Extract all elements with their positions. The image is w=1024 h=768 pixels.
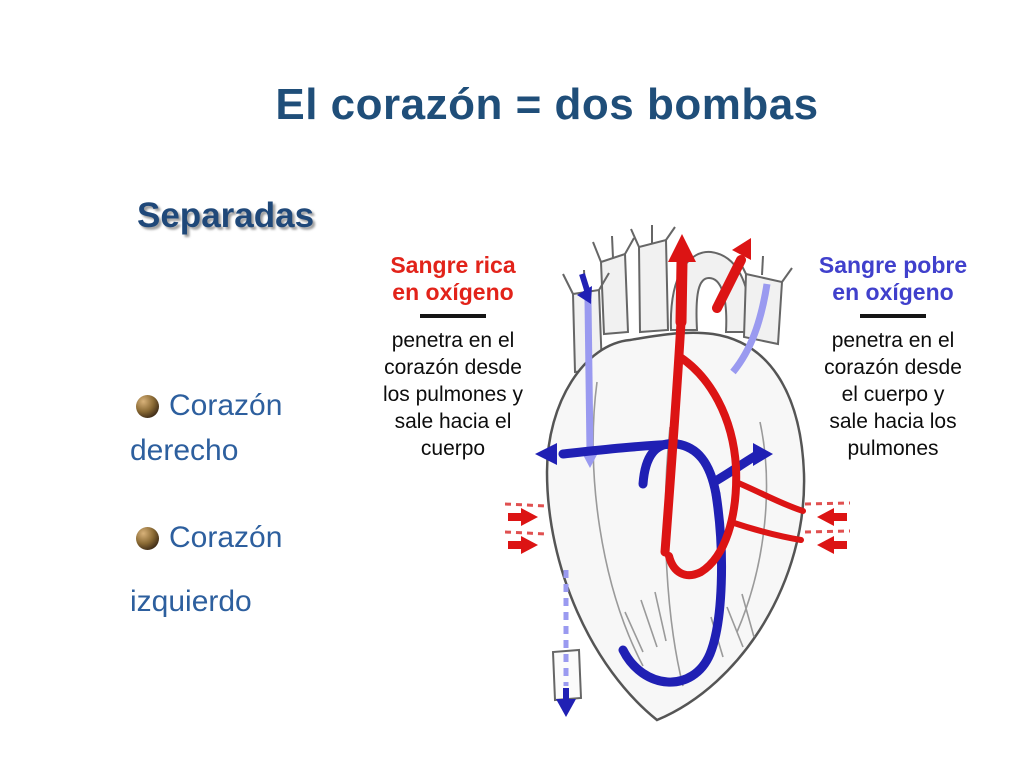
label-oxygen-rich: Sangre rica en oxígeno penetra en el cor…	[363, 252, 543, 462]
aorta-flow	[660, 255, 806, 580]
label-oxygen-poor: Sangre pobre en oxígeno penetra en el co…	[797, 252, 989, 462]
label-oxygen-rich-body: penetra en el corazón desde los pulmones…	[382, 329, 524, 460]
bullet-text: Corazón	[169, 521, 283, 554]
label-oxygen-poor-body: penetra en el corazón desde el cuerpo y …	[824, 329, 962, 460]
subtitle-separadas: Separadas	[137, 196, 315, 235]
bullet-item-corazon-izquierdo: Corazón	[136, 521, 282, 555]
pulmonary-vein-arrows	[508, 508, 847, 554]
bullet-text-izquierdo: izquierdo	[130, 585, 252, 618]
label-oxygen-rich-heading: Sangre rica en oxígeno	[390, 252, 516, 305]
superior-vena-cava-entry-arrow	[577, 273, 592, 304]
bullet-sphere-icon	[136, 526, 159, 550]
aorta-up-arrowhead	[668, 234, 696, 262]
page-title: El corazón = dos bombas	[275, 80, 819, 129]
heart-diagram	[505, 225, 850, 722]
label-underline	[860, 314, 926, 318]
vena-cava-flow	[563, 283, 771, 686]
bullet-text: Corazón	[169, 389, 283, 422]
label-oxygen-poor-heading: Sangre pobre en oxígeno	[818, 252, 968, 305]
label-underline	[420, 314, 486, 318]
aorta-diagonal-arrowhead	[732, 238, 751, 260]
pulmonary-artery-right-arrowhead	[753, 443, 773, 466]
bullet-sphere-icon	[136, 394, 159, 418]
inferior-vena-cava-arrow	[556, 688, 576, 717]
pulmonary-vein-tubes	[505, 501, 850, 536]
bullet-text-derecho: derecho	[130, 434, 239, 467]
bullet-item-corazon-derecho: Corazón	[136, 389, 282, 423]
pulmonary-artery-left-arrowhead	[535, 443, 557, 465]
